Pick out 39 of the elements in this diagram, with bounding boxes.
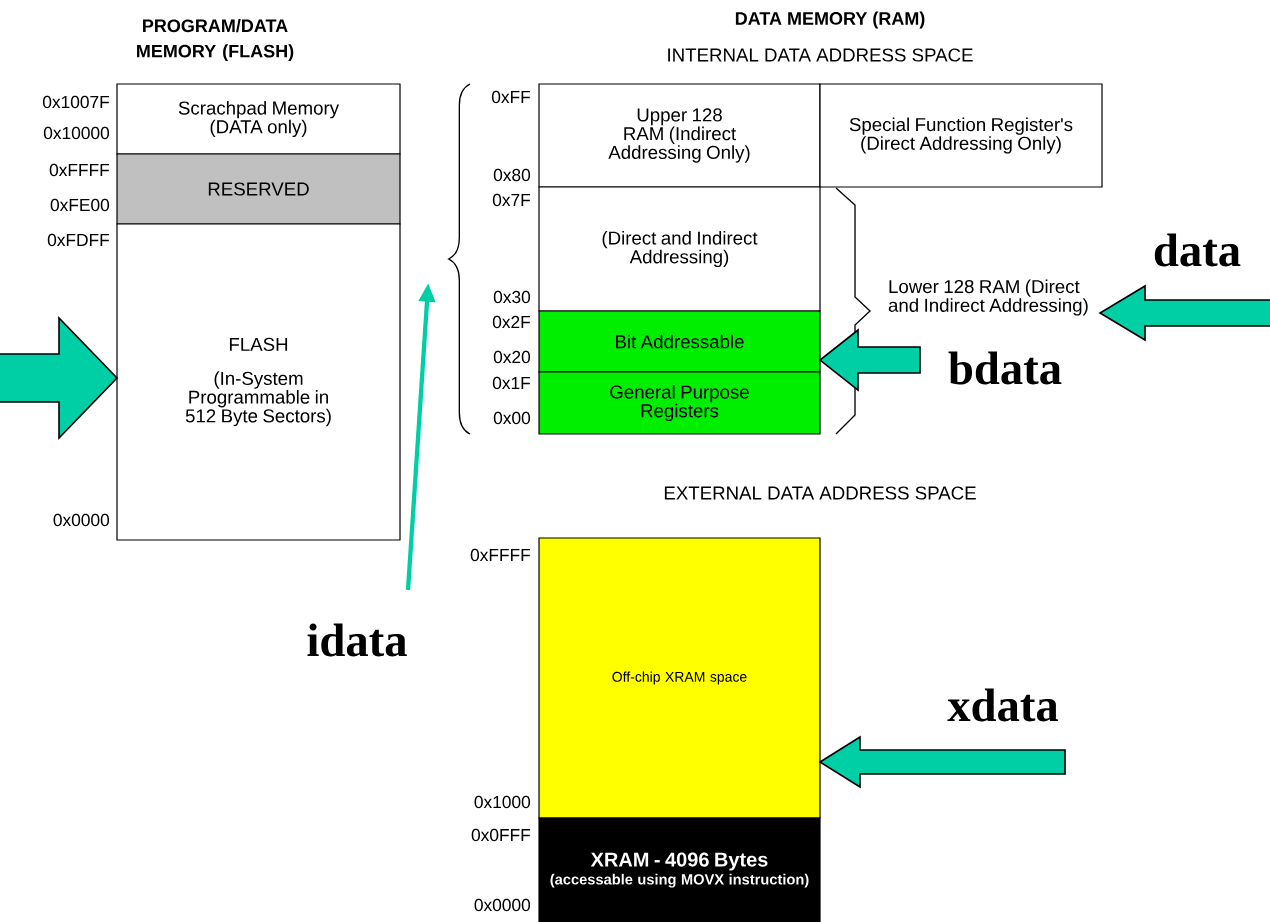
- memory-block: Scrachpad Memory (DATA only): [116, 83, 401, 155]
- block-arrow: [818, 328, 921, 392]
- address-label: 0x30: [493, 290, 531, 304]
- memory-block: General Purpose Registers: [538, 371, 821, 435]
- address-label: 0xFE00: [50, 198, 110, 212]
- block-arrow: [818, 735, 1066, 789]
- brace: [448, 83, 471, 435]
- address-label: 0x10000: [43, 126, 110, 140]
- address-label: 0x80: [493, 168, 531, 182]
- annotation-text: Lower 128 RAM (Direct and Indirect Addressing): [888, 279, 1088, 316]
- section-heading: INTERNAL DATA ADDRESS SPACE: [668, 48, 973, 62]
- memory-block: Bit Addressable: [538, 310, 821, 373]
- keyword-label: bdata: [948, 351, 1062, 385]
- address-label: 0x00: [493, 411, 531, 425]
- address-label: 0xFFFF: [49, 163, 110, 177]
- column-heading: PROGRAM/DATA MEMORY (FLASH): [137, 18, 294, 62]
- address-label: 0x1F: [492, 376, 531, 390]
- keyword-label: xdata: [947, 688, 1059, 722]
- memory-block: (Direct and Indirect Addressing): [538, 186, 821, 312]
- keyword-label: idata: [307, 623, 407, 657]
- address-label: 0x20: [493, 350, 531, 364]
- section-heading: EXTERNAL DATA ADDRESS SPACE: [664, 486, 976, 500]
- keyword-label: data: [1154, 233, 1241, 267]
- address-label: 0x2F: [492, 315, 531, 329]
- memory-block: Off-chip XRAM space: [538, 537, 821, 819]
- memory-block: Upper 128 RAM (Indirect Addressing Only): [538, 83, 821, 188]
- address-label: 0x0FFF: [471, 828, 531, 842]
- address-label: 0x1000: [474, 795, 531, 809]
- memory-block: XRAM - 4096 Bytes (accessable using MOVX instruction): [538, 817, 821, 922]
- column-heading: DATA MEMORY (RAM): [735, 11, 925, 29]
- memory-block: FLASH (In-System Programmable in 512 Byte Sectors): [116, 223, 401, 541]
- memory-block: Special Function Register's (Direct Addressing Only): [819, 83, 1103, 188]
- block-arrow: [0, 316, 119, 440]
- address-label: 0x1007F: [42, 95, 110, 109]
- address-label: 0x7F: [492, 193, 531, 207]
- block-arrow: [1098, 284, 1270, 342]
- address-label: 0xFDFF: [47, 233, 110, 247]
- memory-block: RESERVED: [116, 153, 401, 225]
- address-label: 0xFF: [491, 90, 531, 104]
